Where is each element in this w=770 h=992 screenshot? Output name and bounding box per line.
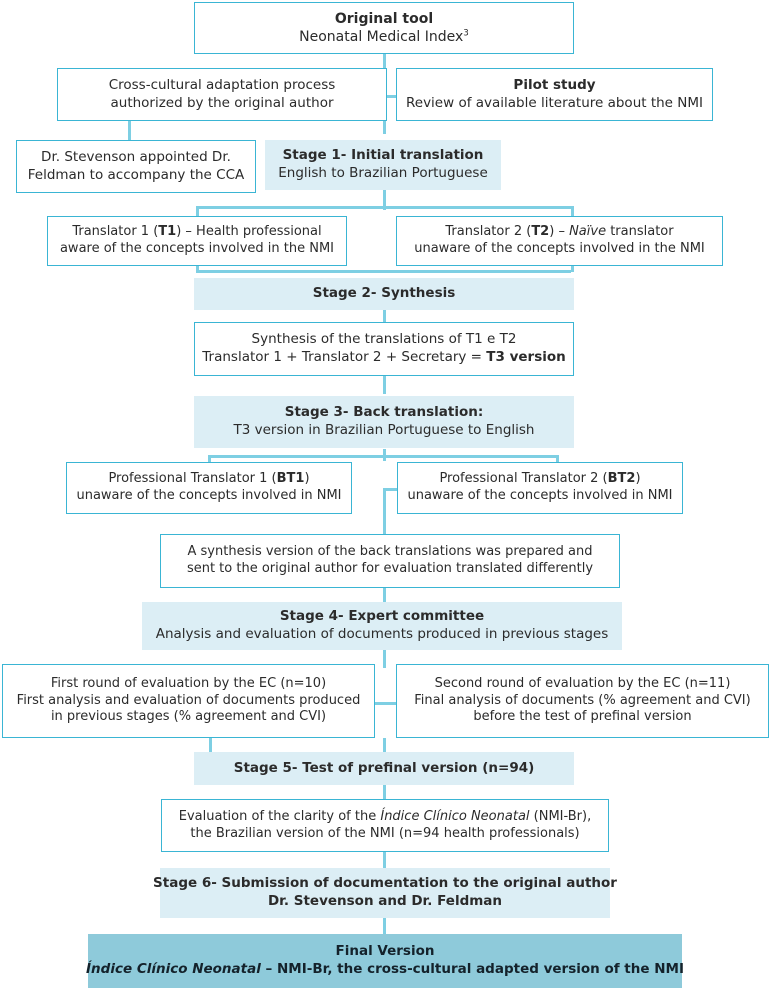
connector-stage6-down bbox=[383, 918, 386, 934]
node-clarity-evaluation: Evaluation of the clarity of the Índice … bbox=[161, 799, 609, 852]
connector-bt-merge-down bbox=[383, 490, 386, 535]
node-stage-3: Stage 3- Back translation: T3 version in… bbox=[194, 396, 574, 448]
node-translator-1: Translator 1 (T1) – Health professional … bbox=[47, 216, 347, 266]
node-translator-2: Translator 2 (T2) – Naïve translator una… bbox=[396, 216, 723, 266]
synthesis-line2: Translator 1 + Translator 2 + Secretary … bbox=[202, 349, 566, 365]
final-version-title: Final Version bbox=[335, 943, 435, 960]
node-stevenson-appointment: Dr. Stevenson appointed Dr. Feldman to a… bbox=[16, 140, 256, 193]
connector-stage5-up bbox=[383, 738, 386, 754]
stage6-line1: Stage 6- Submission of documentation to … bbox=[153, 875, 617, 892]
node-ec-round-2: Second round of evaluation by the EC (n=… bbox=[396, 664, 769, 738]
cross-cultural-line1: Cross-cultural adaptation process bbox=[108, 76, 336, 93]
connector-stage2-down bbox=[383, 310, 386, 326]
connector-ec-tie bbox=[374, 702, 402, 705]
cross-cultural-line2: authorized by the original author bbox=[110, 94, 334, 111]
clarity-line1: Evaluation of the clarity of the Índice … bbox=[178, 808, 592, 824]
node-original-tool: Original tool Neonatal Medical Index3 bbox=[194, 2, 574, 54]
ec2-line1: Second round of evaluation by the EC (n=… bbox=[434, 675, 731, 691]
stage4-subtitle: Analysis and evaluation of documents pro… bbox=[155, 626, 609, 642]
translator1-line2: aware of the concepts involved in the NM… bbox=[59, 241, 335, 256]
node-stage-5: Stage 5- Test of prefinal version (n=94) bbox=[194, 752, 574, 785]
stage1-subtitle: English to Brazilian Portuguese bbox=[278, 165, 488, 181]
bt2-line1: Professional Translator 2 (BT2) bbox=[439, 471, 641, 487]
connector-crosscultural-down bbox=[128, 120, 131, 142]
bt1-line2: unaware of the concepts involved in NMI bbox=[76, 488, 342, 503]
stage3-title: Stage 3- Back translation: bbox=[284, 404, 484, 421]
stage3-subtitle: T3 version in Brazilian Portuguese to En… bbox=[233, 422, 535, 438]
stage5-title: Stage 5- Test of prefinal version (n=94) bbox=[233, 759, 535, 776]
bt1-line1: Professional Translator 1 (BT1) bbox=[108, 471, 310, 487]
original-tool-subtitle: Neonatal Medical Index3 bbox=[299, 28, 469, 45]
connector-stage5-down bbox=[383, 785, 386, 801]
connector-stage1-down bbox=[383, 188, 386, 210]
connector-bt-tie bbox=[383, 488, 397, 491]
stevenson-line2: Feldman to accompany the CCA bbox=[27, 166, 245, 183]
node-stage-1: Stage 1- Initial translation English to … bbox=[265, 140, 501, 190]
clarity-line2: the Brazilian version of the NMI (n=94 h… bbox=[190, 825, 580, 841]
final-version-subtitle: Índice Clínico Neonatal – NMI-Br, the cr… bbox=[86, 961, 684, 977]
node-back-translator-2: Professional Translator 2 (BT2) unaware … bbox=[397, 462, 683, 514]
stage1-title: Stage 1- Initial translation bbox=[282, 147, 484, 164]
ec1-line2: First analysis and evaluation of documen… bbox=[16, 692, 361, 708]
node-back-synthesis: A synthesis version of the back translat… bbox=[160, 534, 620, 588]
stage6-line2: Dr. Stevenson and Dr. Feldman bbox=[267, 893, 503, 909]
connector-translator2-up-stage2 bbox=[571, 260, 574, 272]
back-synthesis-line2: sent to the original author for evaluati… bbox=[186, 561, 594, 576]
node-synthesis: Synthesis of the translations of T1 e T2… bbox=[194, 322, 574, 376]
pilot-study-subtitle: Review of available literature about the… bbox=[405, 94, 704, 111]
connector-translator1-down bbox=[196, 206, 199, 218]
node-stage-2: Stage 2- Synthesis bbox=[194, 278, 574, 310]
back-synthesis-line1: A synthesis version of the back translat… bbox=[187, 544, 593, 560]
pilot-study-title: Pilot study bbox=[513, 76, 596, 93]
connector-bt2-down bbox=[556, 455, 559, 465]
connector-translator1-up-stage2 bbox=[196, 260, 199, 272]
connector-synthesis-down bbox=[383, 376, 386, 394]
connector-clarity-down bbox=[383, 852, 386, 870]
ec1-line1: First round of evaluation by the EC (n=1… bbox=[50, 675, 327, 691]
connector-stage2-merge bbox=[196, 270, 571, 273]
stevenson-line1: Dr. Stevenson appointed Dr. bbox=[41, 148, 231, 165]
node-ec-round-1: First round of evaluation by the EC (n=1… bbox=[2, 664, 375, 738]
ec2-line3: before the test of prefinal version bbox=[473, 709, 692, 725]
connector-translators-split bbox=[196, 206, 571, 209]
connector-ec1-down bbox=[209, 738, 212, 754]
original-tool-title: Original tool bbox=[334, 10, 434, 27]
translator2-line2: unaware of the concepts involved in the … bbox=[414, 241, 705, 256]
connector-backsynth-down bbox=[383, 588, 386, 604]
synthesis-line1: Synthesis of the translations of T1 e T2 bbox=[251, 331, 517, 348]
connector-backtrans-split bbox=[208, 455, 558, 458]
node-final-version: Final Version Índice Clínico Neonatal – … bbox=[86, 934, 684, 988]
stage2-title: Stage 2- Synthesis bbox=[312, 285, 456, 302]
node-back-translator-1: Professional Translator 1 (BT1) unaware … bbox=[66, 462, 352, 514]
stage4-title: Stage 4- Expert committee bbox=[279, 608, 485, 625]
connector-bt1-down bbox=[208, 455, 211, 465]
node-stage-6: Stage 6- Submission of documentation to … bbox=[153, 868, 617, 918]
translator2-line1: Translator 2 (T2) – Naïve translator bbox=[445, 224, 674, 240]
translator1-line1: Translator 1 (T1) – Health professional bbox=[72, 224, 322, 240]
node-pilot-study: Pilot study Review of available literatu… bbox=[396, 68, 713, 121]
ec2-line2: Final analysis of documents (% agreement… bbox=[414, 692, 751, 708]
connector-pilot-tie bbox=[383, 95, 399, 98]
node-stage-4: Stage 4- Expert committee Analysis and e… bbox=[142, 602, 622, 650]
node-cross-cultural: Cross-cultural adaptation process author… bbox=[57, 68, 387, 121]
bt2-line2: unaware of the concepts involved in NMI bbox=[407, 488, 673, 503]
connector-stage4-down-2 bbox=[383, 648, 386, 668]
connector-translator2-down bbox=[571, 206, 574, 218]
ec1-line3: in previous stages (% agreement and CVI) bbox=[50, 709, 327, 725]
